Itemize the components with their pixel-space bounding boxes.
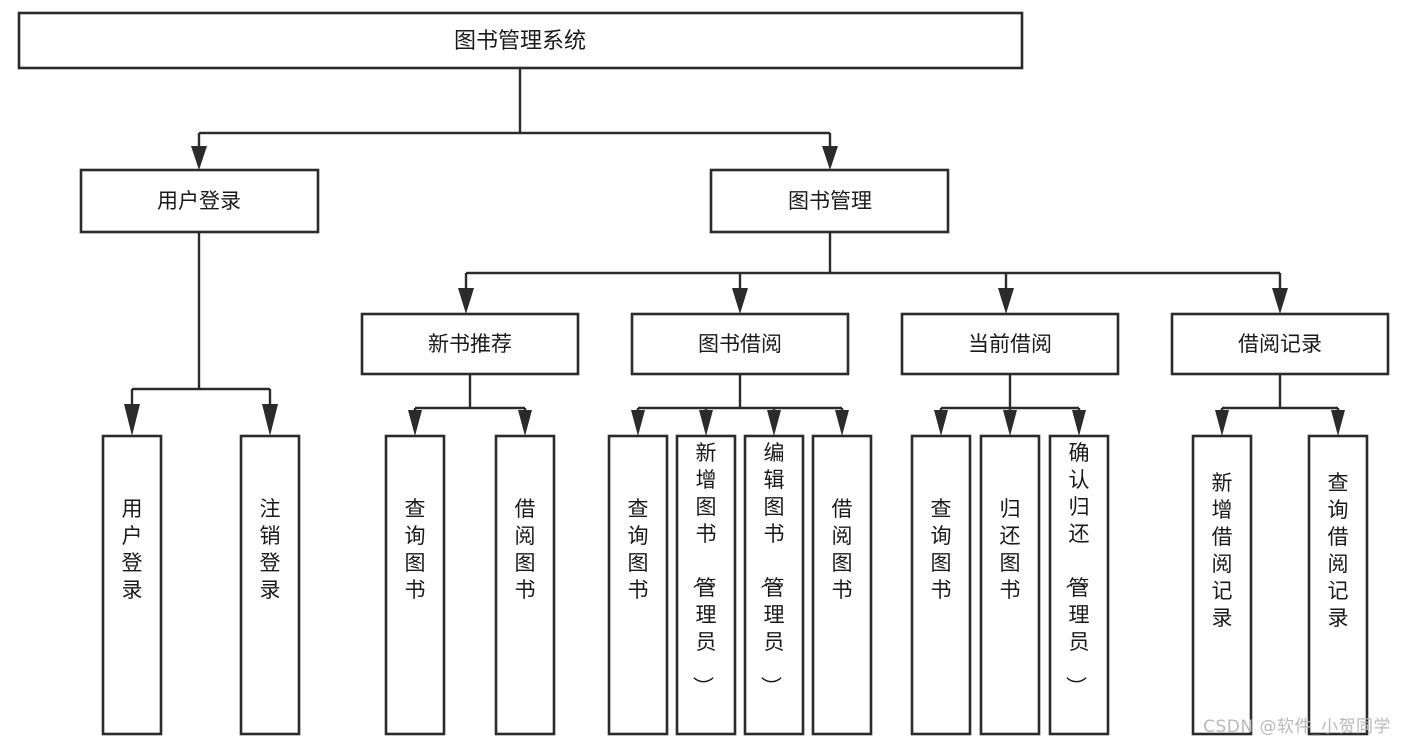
arrow-to-leaf-rec-query [408, 410, 422, 436]
leaf-cur-confirm-box[interactable] [1048, 434, 1110, 736]
arrow-to-leaf-rec-search [1331, 410, 1345, 436]
node-leaf-borrow-query[interactable]: 查询图书 [607, 434, 669, 736]
leaf-rec-borrow-box[interactable] [494, 434, 556, 736]
leaf-borrow-do-label: 借阅图书 [832, 497, 853, 602]
node-leaf-borrow-add[interactable]: 新增图书（管理员） [675, 434, 737, 736]
book-manage-label: 图书管理 [788, 189, 872, 213]
node-book-borrow[interactable]: 图书借阅 [630, 312, 850, 376]
arrow-to-user-login [191, 146, 207, 170]
arrow-to-leaf-borrow-query [631, 410, 645, 436]
leaf-rec-add-box[interactable] [1191, 434, 1253, 736]
node-leaf-user-logout[interactable]: 注销登录 [239, 434, 301, 736]
leaf-rec-search-label: 查询借阅记录 [1328, 471, 1349, 630]
arrow-to-borrow-record [1272, 288, 1288, 314]
connector-layer [124, 68, 1345, 436]
arrow-to-book-borrow [732, 288, 748, 314]
node-root[interactable]: 图书管理系统 [17, 11, 1024, 70]
leaf-cur-return-label: 归还图书 [1000, 497, 1021, 602]
node-user-login[interactable]: 用户登录 [79, 168, 320, 234]
node-leaf-borrow-edit[interactable]: 编辑图书（管理员） [743, 434, 805, 736]
leaf-borrow-query-box[interactable] [607, 434, 669, 736]
leaf-rec-query-label: 查询图书 [405, 497, 426, 602]
new-book-rec-box[interactable] [360, 312, 580, 376]
arrow-to-leaf-rec-borrow [518, 410, 532, 436]
node-leaf-cur-query[interactable]: 查询图书 [910, 434, 972, 736]
current-borrow-box[interactable] [900, 312, 1120, 376]
user-login-label: 用户登录 [157, 189, 241, 213]
arrow-to-leaf-borrow-edit [767, 410, 781, 436]
leaf-user-logout-label: 注销登录 [260, 497, 281, 602]
node-leaf-rec-add[interactable]: 新增借阅记录 [1191, 434, 1253, 736]
arrow-to-leaf-user-login [124, 404, 140, 436]
node-leaf-rec-borrow[interactable]: 借阅图书 [494, 434, 556, 736]
node-new-book-rec[interactable]: 新书推荐 [360, 312, 580, 376]
leaf-cur-query-box[interactable] [910, 434, 972, 736]
leaf-cur-return-box[interactable] [979, 434, 1041, 736]
node-leaf-borrow-do[interactable]: 借阅图书 [811, 434, 873, 736]
node-leaf-user-login[interactable]: 用户登录 [101, 434, 163, 736]
arrow-to-leaf-user-logout [262, 404, 278, 436]
leaf-rec-search-box[interactable] [1307, 434, 1369, 736]
leaf-rec-borrow-label: 借阅图书 [515, 497, 536, 602]
arrow-to-leaf-borrow-do [835, 410, 849, 436]
arrow-to-leaf-cur-return [1003, 410, 1017, 436]
current-borrow-label: 当前借阅 [968, 332, 1052, 356]
node-leaf-rec-query[interactable]: 查询图书 [384, 434, 446, 736]
node-current-borrow[interactable]: 当前借阅 [900, 312, 1120, 376]
leaf-cur-query-label: 查询图书 [931, 497, 952, 602]
new-book-rec-label: 新书推荐 [428, 332, 512, 356]
leaf-borrow-query-label: 查询图书 [628, 497, 649, 602]
arrow-to-new-book-rec [458, 288, 474, 314]
node-leaf-cur-return[interactable]: 归还图书 [979, 434, 1041, 736]
leaf-borrow-add-box[interactable] [675, 434, 737, 736]
book-borrow-label: 图书借阅 [698, 332, 782, 356]
csdn-watermark: CSDN @软件_小贺同学 [1203, 717, 1391, 737]
root-box[interactable] [17, 11, 1024, 70]
leaf-borrow-edit-label: 编辑图书（管理员） [759, 441, 785, 697]
arrow-to-leaf-borrow-add [699, 410, 713, 436]
leaf-borrow-add-label: 新增图书（管理员） [691, 441, 717, 697]
node-book-manage[interactable]: 图书管理 [709, 168, 950, 234]
arrow-to-leaf-rec-add [1215, 410, 1229, 436]
book-borrow-box[interactable] [630, 312, 850, 376]
leaf-borrow-edit-box[interactable] [743, 434, 805, 736]
book-manage-box[interactable] [709, 168, 950, 234]
leaf-user-login-box[interactable] [101, 434, 163, 736]
leaf-user-logout-box[interactable] [239, 434, 301, 736]
root-label: 图书管理系统 [454, 29, 586, 54]
leaf-borrow-do-box[interactable] [811, 434, 873, 736]
arrow-to-leaf-cur-query [934, 410, 948, 436]
user-login-box[interactable] [79, 168, 320, 234]
leaf-user-login-label: 用户登录 [122, 497, 143, 602]
arrow-to-current-borrow [998, 288, 1014, 314]
node-leaf-rec-search[interactable]: 查询借阅记录 [1307, 434, 1369, 736]
borrow-record-box[interactable] [1170, 312, 1390, 376]
leaf-rec-add-label: 新增借阅记录 [1212, 471, 1233, 630]
arrow-to-leaf-cur-confirm [1072, 410, 1086, 436]
node-leaf-cur-confirm[interactable]: 确认归还（管理员） [1048, 434, 1110, 736]
leaf-cur-confirm-label: 确认归还（管理员） [1064, 441, 1090, 697]
node-borrow-record[interactable]: 借阅记录 [1170, 312, 1390, 376]
leaf-rec-query-box[interactable] [384, 434, 446, 736]
arrow-to-book-manage [822, 146, 838, 170]
borrow-record-label: 借阅记录 [1238, 332, 1322, 356]
